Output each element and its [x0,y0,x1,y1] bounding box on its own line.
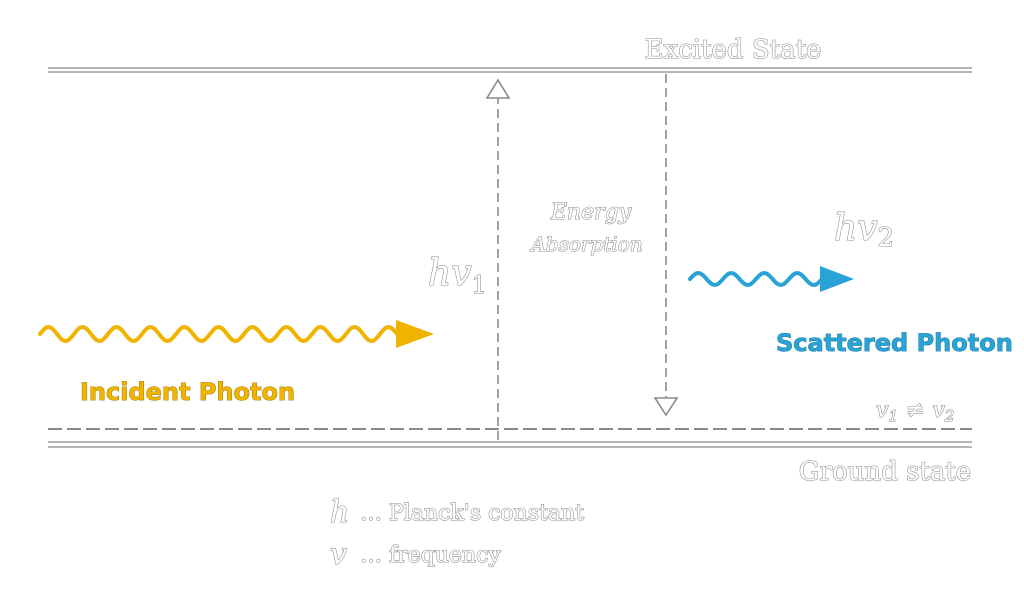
inequality-sub2: 2 [944,407,955,425]
ground-state-label: Ground state [799,457,971,487]
svg-text:v1≠v2: v1≠v2 [876,398,954,425]
incident-energy-nu: v [451,253,471,294]
inequality-neq: ≠ [906,398,924,423]
scattered-energy-h: h [834,208,857,249]
scattered-photon-label: Scattered Photon [776,329,1013,357]
incident-energy-sub: 1 [472,271,487,299]
absorption-arrow [485,78,511,440]
energy-absorption-label-line2: Absorption [529,232,642,256]
scattered-energy-nu: v [857,208,877,249]
svg-text:hv1: hv1 [428,253,487,299]
incident-photon-label: Incident Photon [80,378,295,406]
legend-planck: h … Planck's constant [329,494,584,530]
inequality-nu2: v [932,398,945,423]
scattered-energy-label: hv2 [833,207,894,253]
legend-nu-symbol: v [330,537,347,572]
legend-h-symbol: h [330,495,349,530]
legend-frequency: v … frequency [329,536,502,572]
scattered-energy-sub: 2 [878,223,895,253]
emission-arrow [653,74,679,417]
ground-state-level [48,441,972,448]
energy-absorption-label-line1: Energy [550,200,632,225]
legend-h-text: … Planck's constant [360,501,584,526]
inequality-sub1: 1 [888,407,898,425]
excited-state-label: Excited State [645,35,822,65]
incident-energy-h: h [428,253,451,294]
incident-photon-wave [38,320,434,348]
inequality-nu1: v [876,398,889,423]
incident-energy-label: hv1 [427,252,487,299]
excited-state-level [48,67,972,73]
frequency-inequality: v1≠v2 [875,397,955,425]
svg-text:hv2: hv2 [834,208,894,253]
legend-nu-text: … frequency [360,543,501,568]
scattered-photon-wave [688,266,854,292]
